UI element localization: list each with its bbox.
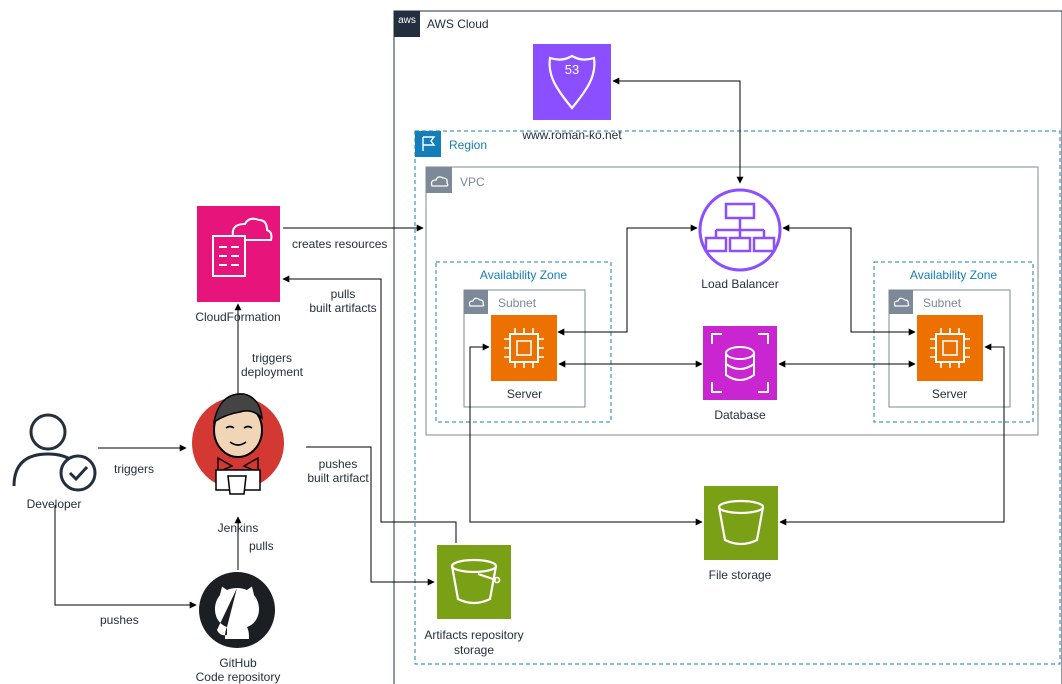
subnet-right-lock-icon <box>889 290 913 314</box>
route53-icon <box>533 44 611 120</box>
vpc-label: VPC <box>460 175 485 189</box>
load-balancer-icon <box>698 188 782 272</box>
aws-cloud-label: AWS Cloud <box>427 17 489 31</box>
jenkins-label: Jenkins <box>217 521 259 535</box>
az-right-label: Availability Zone <box>909 268 998 282</box>
subnet-left-label: Subnet <box>498 296 537 310</box>
load-balancer-label: Load Balancer <box>701 277 779 291</box>
github-icon <box>199 572 275 648</box>
az-left-label: Availability Zone <box>479 268 568 282</box>
aws-cloud-group <box>393 10 1062 684</box>
subnet-right-label: Subnet <box>923 296 962 310</box>
database-label: Database <box>714 408 766 422</box>
region-flag-icon <box>415 131 441 157</box>
region-label: Region <box>449 138 488 152</box>
vpc-cloud-icon <box>426 167 452 193</box>
artifacts-label-line2: storage <box>453 643 495 657</box>
server-right-icon <box>917 315 983 381</box>
route53-domain-label: www.roman-ko.net <box>522 128 622 142</box>
edge-label-triggers-deployment-2: deployment <box>240 365 304 379</box>
cloudformation-label: CloudFormation <box>195 310 281 324</box>
edge-label-pushes-artifact-1: pushes <box>318 457 358 471</box>
developer-user-icon <box>12 413 97 492</box>
cloudformation-icon <box>197 206 280 302</box>
file-storage-label: File storage <box>708 568 772 582</box>
edge-label-triggers-deployment-1: triggers <box>251 351 292 365</box>
aws-logo-icon <box>394 11 420 37</box>
artifacts-label-line1: Artifacts repository <box>424 628 524 642</box>
aws-logo-text: aws <box>398 15 416 26</box>
route53-badge: 53 <box>564 62 580 77</box>
edge-label-pulls-artifacts-2: built artifacts <box>309 301 377 315</box>
developer-label: Developer <box>26 497 82 511</box>
server-left-icon <box>491 315 557 381</box>
file-storage-bucket-icon <box>704 486 778 560</box>
jenkins-icon <box>192 393 284 495</box>
server-left-label: Server <box>506 387 543 401</box>
connectors <box>54 77 1005 609</box>
github-label-line1: GitHub <box>219 656 257 670</box>
edge-label-pulls: pulls <box>249 539 274 553</box>
edge-label-pulls-artifacts-1: pulls <box>330 287 356 301</box>
edge-label-triggers: triggers <box>114 462 155 476</box>
subnet-left-lock-icon <box>464 290 488 314</box>
subnet-left-box <box>463 289 586 408</box>
az-right-box <box>873 261 1034 423</box>
github-label-line2: Code repository <box>195 670 281 684</box>
database-icon <box>703 326 777 400</box>
edge-label-creates-resources: creates resources <box>292 237 388 251</box>
artifacts-bucket-icon <box>437 545 511 619</box>
edge-label-pushes: pushes <box>100 613 139 627</box>
server-right-label: Server <box>931 387 968 401</box>
edge-label-pushes-artifact-2: built artifact <box>307 471 369 485</box>
